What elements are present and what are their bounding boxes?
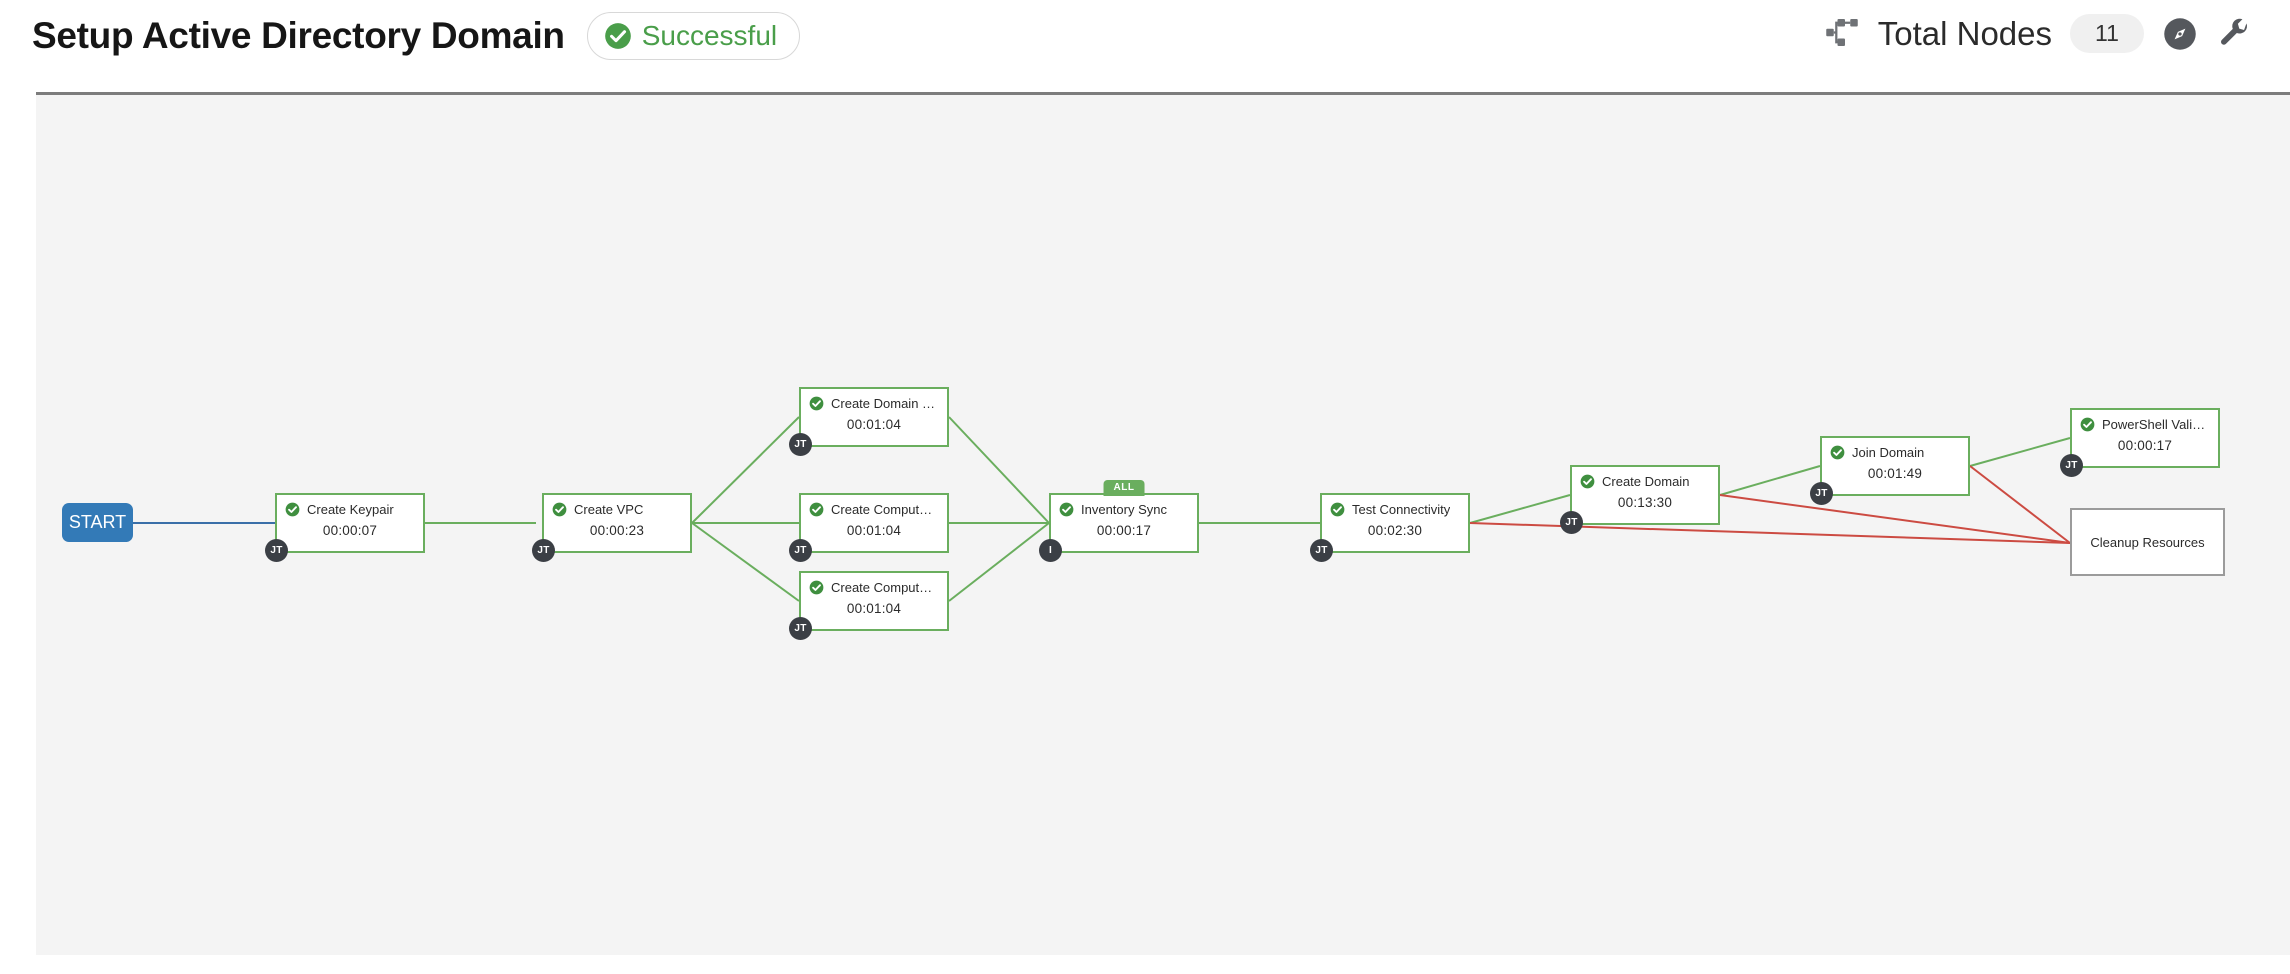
node-duration: 00:00:17 (1096, 523, 1152, 538)
node-badge-jt[interactable]: JT (1810, 482, 1833, 505)
workflow-edges (133, 416, 2071, 602)
check-circle-icon (809, 502, 824, 517)
edge-vpc-to-computer-2 (691, 522, 800, 602)
wrench-icon[interactable] (2216, 16, 2252, 52)
check-circle-icon (285, 502, 300, 517)
node-badge-jt[interactable]: JT (789, 539, 812, 562)
node-title: Create Domain Contr... (831, 396, 939, 411)
page-title: Setup Active Directory Domain (32, 15, 565, 56)
node-create-computer-2[interactable]: Create Computer (2) 00:01:04 JT (789, 571, 949, 640)
node-badge-jt[interactable]: JT (1560, 511, 1583, 534)
node-create-domain-controller[interactable]: Create Domain Contr... 00:01:04 JT (789, 387, 949, 456)
node-join-domain[interactable]: Join Domain 00:01:49 JT (1810, 436, 1970, 505)
node-title: Join Domain (1852, 445, 1925, 460)
header-toolbar: Total Nodes 11 (1824, 14, 2252, 53)
check-circle-icon (2080, 417, 2095, 432)
node-create-computer-1[interactable]: Create Computer (1) 00:01:04 JT (789, 493, 949, 562)
edge-domain-controller-to-inventory-sync (948, 416, 1050, 524)
node-create-domain[interactable]: Create Domain 00:13:30 JT (1560, 465, 1720, 534)
node-badge-jt[interactable]: JT (1310, 539, 1333, 562)
total-nodes-label: Total Nodes (1877, 14, 2052, 52)
check-circle-icon (1330, 502, 1345, 517)
edge-test-connectivity-to-create-domain (1469, 494, 1571, 524)
edge-create-domain-to-cleanup (1719, 494, 2071, 544)
node-title: PowerShell Validation (2102, 417, 2210, 432)
node-title-row: Test Connectivity (1322, 495, 1468, 517)
start-node[interactable]: START (62, 503, 133, 542)
edge-join-domain-to-cleanup (1969, 465, 2071, 544)
workflow-canvas[interactable]: START Create Keypair 00:00:07 JT Create … (36, 95, 2290, 955)
node-badge-jt[interactable]: JT (789, 617, 812, 640)
check-circle-icon (1580, 474, 1595, 489)
compass-icon[interactable] (2162, 16, 2198, 52)
check-circle-icon (809, 396, 824, 411)
check-circle-icon (1059, 502, 1074, 517)
node-badge-inventory[interactable]: I (1039, 539, 1062, 562)
node-duration: 00:00:23 (589, 523, 645, 538)
node-title-row: Create Computer (2) (801, 573, 947, 595)
node-badge-jt[interactable]: JT (265, 539, 288, 562)
node-tag-all: ALL (1103, 480, 1145, 496)
node-create-vpc[interactable]: Create VPC 00:00:23 JT (532, 493, 692, 562)
title-block: Setup Active Directory Domain Successful (32, 12, 801, 60)
page-header: Setup Active Directory Domain Successful… (0, 0, 2290, 92)
node-title: Create Computer (1) (831, 502, 939, 517)
node-title-row: Inventory Sync (1051, 495, 1197, 517)
node-duration: 00:01:04 (846, 523, 902, 538)
node-title-row: Create Domain Contr... (801, 389, 947, 411)
node-title-row: Create Domain (1572, 467, 1718, 489)
check-circle-icon (1830, 445, 1845, 460)
node-title-row: Create Keypair (277, 495, 423, 517)
node-badge-jt[interactable]: JT (789, 433, 812, 456)
node-inventory-sync[interactable]: ALL Inventory Sync 00:00:17 I (1039, 480, 1199, 562)
node-badge-jt[interactable]: JT (532, 539, 555, 562)
node-title: Create VPC (574, 502, 644, 517)
node-duration: 00:01:04 (846, 417, 902, 432)
status-badge-label: Successful (641, 20, 778, 51)
node-title-row: Cleanup Resources (2072, 510, 2223, 574)
edge-vpc-to-domain-controller (691, 416, 800, 524)
sitemap-icon (1825, 18, 1858, 46)
node-cleanup-resources[interactable]: Cleanup Resources (2070, 508, 2225, 576)
node-duration: 00:00:07 (322, 523, 378, 538)
check-circle-icon (552, 502, 567, 517)
node-title: Create Keypair (307, 502, 394, 517)
node-title: Create Computer (2) (831, 580, 939, 595)
node-title-row: Create Computer (1) (801, 495, 947, 517)
node-badge-jt[interactable]: JT (2060, 454, 2083, 477)
check-circle-icon (809, 580, 824, 595)
edge-create-domain-to-join-domain (1719, 465, 1821, 496)
node-duration: 00:02:30 (1367, 523, 1423, 538)
node-create-keypair[interactable]: Create Keypair 00:00:07 JT (265, 493, 425, 562)
node-duration: 00:13:30 (1617, 495, 1673, 510)
node-duration: 00:00:17 (2117, 438, 2173, 453)
node-test-connectivity[interactable]: Test Connectivity 00:02:30 JT (1310, 493, 1470, 562)
node-duration: 00:01:04 (846, 601, 902, 616)
edge-join-domain-to-powershell-validation (1969, 437, 2071, 467)
node-title-row: PowerShell Validation (2072, 410, 2218, 432)
total-nodes-count: 11 (2070, 14, 2144, 53)
node-title: Inventory Sync (1081, 502, 1167, 517)
node-title: Create Domain (1602, 474, 1690, 489)
node-powershell-validation[interactable]: PowerShell Validation 00:00:17 JT (2060, 408, 2220, 477)
node-title: Cleanup Resources (2090, 534, 2205, 550)
edge-computer-2-to-inventory-sync (948, 522, 1050, 602)
check-circle-icon (604, 23, 631, 49)
header-divider (36, 92, 2290, 95)
node-title: Test Connectivity (1352, 502, 1451, 517)
node-title-row: Create VPC (544, 495, 690, 517)
node-title-row: Join Domain (1822, 438, 1968, 460)
node-duration: 00:01:49 (1867, 466, 1923, 481)
status-badge: Successful (586, 12, 801, 60)
